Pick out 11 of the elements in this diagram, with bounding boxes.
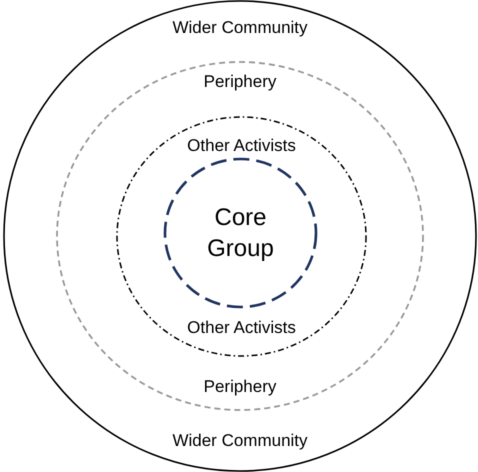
ring-boundary xyxy=(165,159,316,307)
ring-label: Wider Community xyxy=(172,16,308,39)
ring-label: Periphery xyxy=(204,376,276,398)
ring-label: Periphery xyxy=(204,70,276,93)
ring-boundary xyxy=(57,62,423,410)
ring-boundary xyxy=(4,1,476,471)
ring-label: Core Group xyxy=(206,202,275,264)
ring-label: Other Activists xyxy=(187,316,296,339)
ring-boundary xyxy=(117,117,366,356)
ring-label: Wider Community xyxy=(172,430,308,452)
ring-label: Other Activists xyxy=(187,134,296,157)
